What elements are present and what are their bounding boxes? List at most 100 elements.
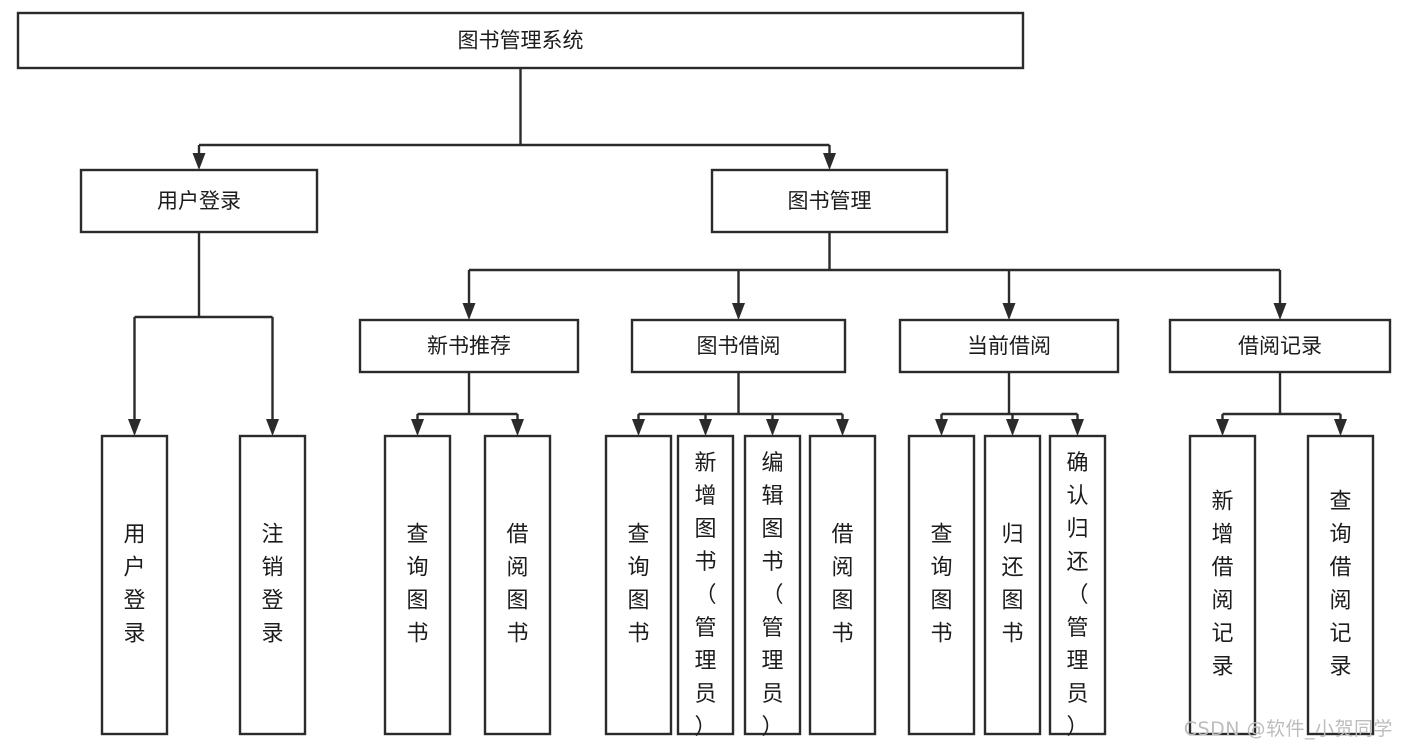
node-label-char: 编 bbox=[761, 451, 783, 476]
node-label: 用户登录 bbox=[157, 189, 241, 213]
node-label-char: ） bbox=[761, 715, 783, 740]
node-label-char: 录 bbox=[261, 622, 283, 647]
arrow-head-icon bbox=[836, 419, 849, 436]
node-label-char: 借 bbox=[1329, 556, 1351, 581]
node-label: 图书管理系统 bbox=[458, 29, 584, 53]
node-new-book-rec[interactable]: 新书推荐 bbox=[358, 318, 580, 374]
node-borrow-record[interactable]: 借阅记录 bbox=[1168, 318, 1392, 374]
arrow-head-icon bbox=[766, 419, 779, 436]
node-label: 借阅记录 bbox=[1238, 334, 1322, 358]
node-label-char: 录 bbox=[123, 622, 145, 647]
node-label-char: 认 bbox=[1066, 484, 1088, 509]
arrow-head-icon bbox=[128, 419, 141, 436]
arrow-head-icon bbox=[1071, 419, 1084, 436]
node-current-borrow[interactable]: 当前借阅 bbox=[898, 318, 1120, 374]
node-label-char: 书 bbox=[694, 550, 716, 575]
node-box bbox=[604, 434, 673, 736]
node-label-char: 理 bbox=[694, 649, 716, 674]
node-label-char: 书 bbox=[831, 622, 853, 647]
node-box bbox=[79, 168, 319, 234]
node-book-manage[interactable]: 图书管理 bbox=[710, 168, 949, 234]
node-box bbox=[383, 434, 452, 736]
arrow-head-icon bbox=[266, 419, 279, 436]
arrow-head-icon bbox=[935, 419, 948, 436]
arrow-head-icon bbox=[1006, 419, 1019, 436]
node-box bbox=[16, 11, 1025, 70]
node-label-char: 书 bbox=[406, 622, 428, 647]
node-root[interactable]: 图书管理系统 bbox=[16, 11, 1025, 70]
node-label-char: 归 bbox=[1001, 523, 1023, 548]
node-label-char: 图 bbox=[406, 589, 428, 614]
node-label-char: （ bbox=[761, 583, 783, 608]
node-label-char: 还 bbox=[1001, 556, 1023, 581]
arrow-head-icon bbox=[1002, 303, 1016, 320]
node-box bbox=[630, 318, 847, 374]
node-box bbox=[808, 434, 877, 736]
node-box bbox=[1306, 434, 1375, 736]
node-label-char: 图 bbox=[506, 589, 528, 614]
node-label-char: ） bbox=[694, 715, 716, 740]
node-label-char: 阅 bbox=[1211, 589, 1233, 614]
node-label-char: 新 bbox=[694, 451, 716, 476]
arrow-head-icon bbox=[699, 419, 712, 436]
node-box bbox=[1168, 318, 1392, 374]
arrow-head-icon bbox=[192, 153, 206, 170]
node-label-char: 员 bbox=[694, 682, 716, 707]
node-label-char: 记 bbox=[1329, 622, 1351, 647]
node-label-char: 注 bbox=[261, 523, 283, 548]
node-label-char: 员 bbox=[761, 682, 783, 707]
node-label: 新书推荐 bbox=[427, 334, 511, 358]
node-label-char: 询 bbox=[627, 556, 649, 581]
node-label-char: （ bbox=[694, 583, 716, 608]
arrow-head-icon bbox=[632, 419, 645, 436]
node-label-char: 阅 bbox=[831, 556, 853, 581]
node-label-char: 管 bbox=[694, 616, 716, 641]
node-label-char: 用 bbox=[123, 523, 145, 548]
node-label-char: 管 bbox=[1066, 616, 1088, 641]
node-box bbox=[898, 318, 1120, 374]
node-label-char: （ bbox=[1066, 583, 1088, 608]
node-label-char: 书 bbox=[930, 622, 952, 647]
node-label-char: 阅 bbox=[506, 556, 528, 581]
node-label-char: 销 bbox=[261, 556, 283, 581]
node-label-char: 管 bbox=[761, 616, 783, 641]
node-box bbox=[238, 434, 307, 736]
node-box bbox=[1188, 434, 1257, 736]
node-box bbox=[1048, 434, 1107, 736]
node-book-borrow[interactable]: 图书借阅 bbox=[630, 318, 847, 374]
node-label-char: 图 bbox=[831, 589, 853, 614]
node-label-char: 书 bbox=[627, 622, 649, 647]
node-label-char: 图 bbox=[627, 589, 649, 614]
node-label-char: 新 bbox=[1211, 490, 1233, 515]
node-box bbox=[743, 434, 802, 736]
node-label-char: 阅 bbox=[1329, 589, 1351, 614]
node-label-char: 查 bbox=[627, 523, 649, 548]
node-box bbox=[483, 434, 552, 736]
node-box bbox=[676, 434, 735, 736]
node-leaf-user-login[interactable]: 用户登录 bbox=[100, 434, 169, 736]
node-label-char: 员 bbox=[1066, 682, 1088, 707]
node-label-char: 确 bbox=[1066, 451, 1088, 476]
node-label-char: 户 bbox=[123, 556, 145, 581]
arrow-head-icon bbox=[511, 419, 524, 436]
node-label-char: ） bbox=[1066, 715, 1088, 740]
node-user-login[interactable]: 用户登录 bbox=[79, 168, 319, 234]
node-label: 图书管理 bbox=[788, 189, 872, 213]
node-label-char: 图 bbox=[1001, 589, 1023, 614]
arrow-head-icon bbox=[462, 303, 476, 320]
node-label-char: 借 bbox=[506, 523, 528, 548]
